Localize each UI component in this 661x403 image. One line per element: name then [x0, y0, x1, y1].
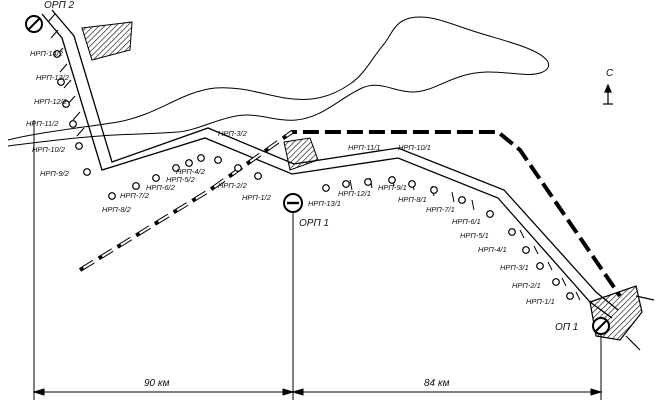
- nrp-label: НРП-6/1: [452, 217, 481, 226]
- orp2-label: ОРП 2: [44, 0, 74, 11]
- nrp-label: НРП-2/1: [512, 281, 541, 290]
- hatched-building-top: [81, 21, 133, 61]
- cable-line-inner: [51, 9, 619, 311]
- op1-label: ОП 1: [555, 322, 578, 333]
- nrp-label: НРП-7/2: [120, 191, 150, 200]
- nrp-labels-line2: НРП-14/2 НРП-13/2 НРП-12/2 НРП-11/2 НРП-…: [26, 49, 272, 214]
- north-arrow-icon: [603, 83, 613, 105]
- nrp-label: НРП-10/2: [32, 145, 66, 154]
- nrp-label: НРП-13/2: [36, 73, 70, 82]
- nrp-label: НРП-9/1: [378, 183, 407, 192]
- nrp-label: НРП-1/2: [242, 193, 272, 202]
- orp2-station-symbol[interactable]: [25, 15, 43, 33]
- nrp-label: НРП-4/1: [478, 245, 507, 254]
- distance-left-label: 90 км: [144, 378, 170, 389]
- nrp-label: НРП-9/2: [40, 169, 70, 178]
- river-contour: [7, 16, 550, 147]
- nrp-label: НРП-11/2: [26, 119, 59, 128]
- cable-line-outer: [41, 13, 613, 319]
- nrp-label: НРП-12/1: [338, 189, 371, 198]
- nrp-label: НРП-4/2: [176, 167, 206, 176]
- nrp-labels-line1: НРП-13/1 НРП-12/1 НРП-11/1 НРП-10/1 НРП-…: [308, 143, 555, 306]
- nrp-label: НРП-5/2: [166, 175, 196, 184]
- nrp-label: НРП-5/1: [460, 231, 489, 240]
- dimension-lines: [32, 120, 603, 400]
- nrp-label: НРП-7/1: [426, 205, 455, 214]
- nrp-label: НРП-1/1: [526, 297, 555, 306]
- nrp-label: НРП-3/1: [500, 263, 529, 272]
- nrp-markers-line2: [53, 50, 262, 200]
- hatched-building-center: [283, 137, 319, 171]
- nrp-label: НРП-3/2: [218, 129, 248, 138]
- nrp-label: НРП-11/1: [348, 143, 380, 152]
- nrp-label: НРП-8/1: [398, 195, 427, 204]
- alternate-route-dashed: [78, 130, 622, 298]
- north-label: С: [606, 68, 614, 79]
- nrp-markers-line1: [322, 176, 574, 300]
- orp1-station-symbol[interactable]: [283, 193, 303, 213]
- nrp-label: НРП-8/2: [102, 205, 132, 214]
- nrp-label: НРП-6/2: [146, 183, 176, 192]
- op1-station-symbol[interactable]: [592, 317, 610, 335]
- orp1-label: ОРП 1: [299, 218, 329, 229]
- nrp-label: НРП-12/2: [34, 97, 68, 106]
- nrp-label: НРП-14/2: [30, 49, 64, 58]
- distance-right-label: 84 км: [424, 378, 450, 389]
- alternate-route-dashed-inner: [79, 131, 293, 271]
- slope-hatching-left: [47, 13, 85, 137]
- nrp-label: НРП-10/1: [398, 143, 431, 152]
- nrp-label: НРП-13/1: [308, 199, 341, 208]
- nrp-label: НРП-2/2: [218, 181, 248, 190]
